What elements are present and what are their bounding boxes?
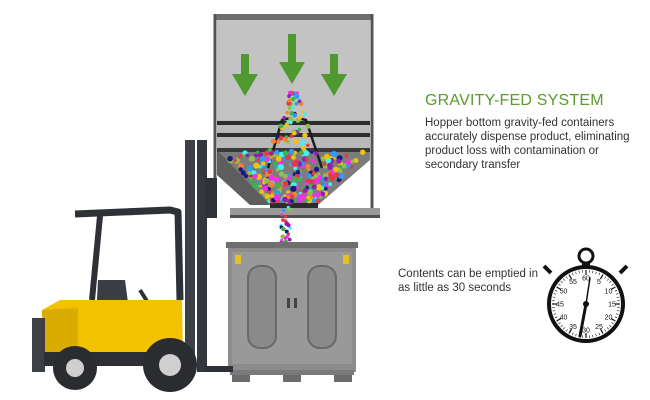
stopwatch-tick: [553, 293, 557, 295]
stopwatch-tick: [595, 271, 597, 275]
down-arrow-icon: [321, 54, 347, 96]
stopwatch-tick: [615, 313, 619, 315]
stopwatch-tick: [615, 293, 619, 295]
stopwatch-tick: [575, 333, 577, 337]
stopwatch-tick: [571, 272, 574, 276]
stopwatch-tick: [616, 310, 620, 312]
stopwatch-tick: [558, 322, 561, 325]
stopwatch-tick: [578, 270, 580, 274]
stopwatch-tick: [558, 283, 561, 286]
stopwatch-tick: [609, 280, 612, 284]
stopwatch-tick: [606, 327, 610, 330]
stopwatch-tick: [565, 329, 568, 332]
stopwatch-caption: Contents can be emptied in as little as …: [398, 268, 539, 294]
stopwatch-tick: [610, 317, 616, 322]
stopwatch-number: 60: [582, 276, 590, 283]
stopwatch-tick: [556, 317, 562, 322]
stopwatch-tick: [568, 328, 573, 334]
stopwatch-tick: [552, 310, 556, 312]
stopwatch-number: 30: [582, 328, 590, 335]
stopwatch-tick: [606, 278, 610, 281]
stopwatch-tick: [571, 332, 574, 336]
stopwatch-tick: [611, 283, 614, 286]
stopwatch-tick: [552, 296, 556, 298]
stopwatch-tick: [554, 289, 558, 292]
stopwatch-tick: [565, 276, 568, 279]
stopwatch-tick: [556, 286, 562, 291]
stopwatch-tick: [609, 324, 612, 328]
bulk-bin: [226, 242, 358, 382]
stopwatch-tick: [562, 327, 566, 330]
stopwatch-tick: [553, 313, 557, 315]
down-arrow-icon: [279, 34, 305, 84]
stopwatch-number: 20: [605, 315, 613, 322]
section-heading: GRAVITY-FED SYSTEM: [425, 92, 604, 109]
stopwatch-tick: [598, 332, 601, 336]
product-particles: [227, 90, 366, 245]
forklift-icon: [32, 140, 233, 392]
stopwatch-tick: [595, 333, 597, 337]
stopwatch-number: 50: [560, 289, 568, 296]
stopwatch-tick: [614, 289, 618, 292]
stopwatch-tick: [610, 286, 616, 291]
stopwatch-tick: [562, 278, 566, 281]
stopwatch-number: 55: [569, 279, 577, 286]
stopwatch-tick: [611, 322, 614, 325]
stopwatch-tick: [599, 328, 604, 334]
stopwatch-tick: [604, 276, 607, 279]
stopwatch-tick: [616, 296, 620, 298]
stopwatch-tick: [568, 274, 573, 280]
stopwatch-number: 45: [556, 302, 564, 309]
stopwatch-number: 40: [560, 315, 568, 322]
stopwatch-tick: [575, 271, 577, 275]
section-description: Hopper bottom gravity-fed containers acc…: [425, 117, 630, 171]
stopwatch-number: 10: [605, 289, 613, 296]
stopwatch-tick: [554, 316, 558, 319]
stopwatch-tick: [614, 316, 618, 319]
stopwatch-number: 15: [608, 302, 616, 309]
down-arrow-icon: [232, 54, 258, 96]
stopwatch-number: 5: [597, 279, 601, 286]
stopwatch-tick: [592, 270, 594, 274]
stopwatch-number: 35: [569, 324, 577, 331]
stopwatch-tick: [592, 334, 594, 338]
stopwatch-tick: [604, 329, 607, 332]
stopwatch-number: 25: [595, 324, 603, 331]
stopwatch-tick: [598, 272, 601, 276]
stopwatch-tick: [599, 274, 604, 280]
stopwatch-tick: [560, 280, 563, 284]
stopwatch-tick: [560, 324, 563, 328]
